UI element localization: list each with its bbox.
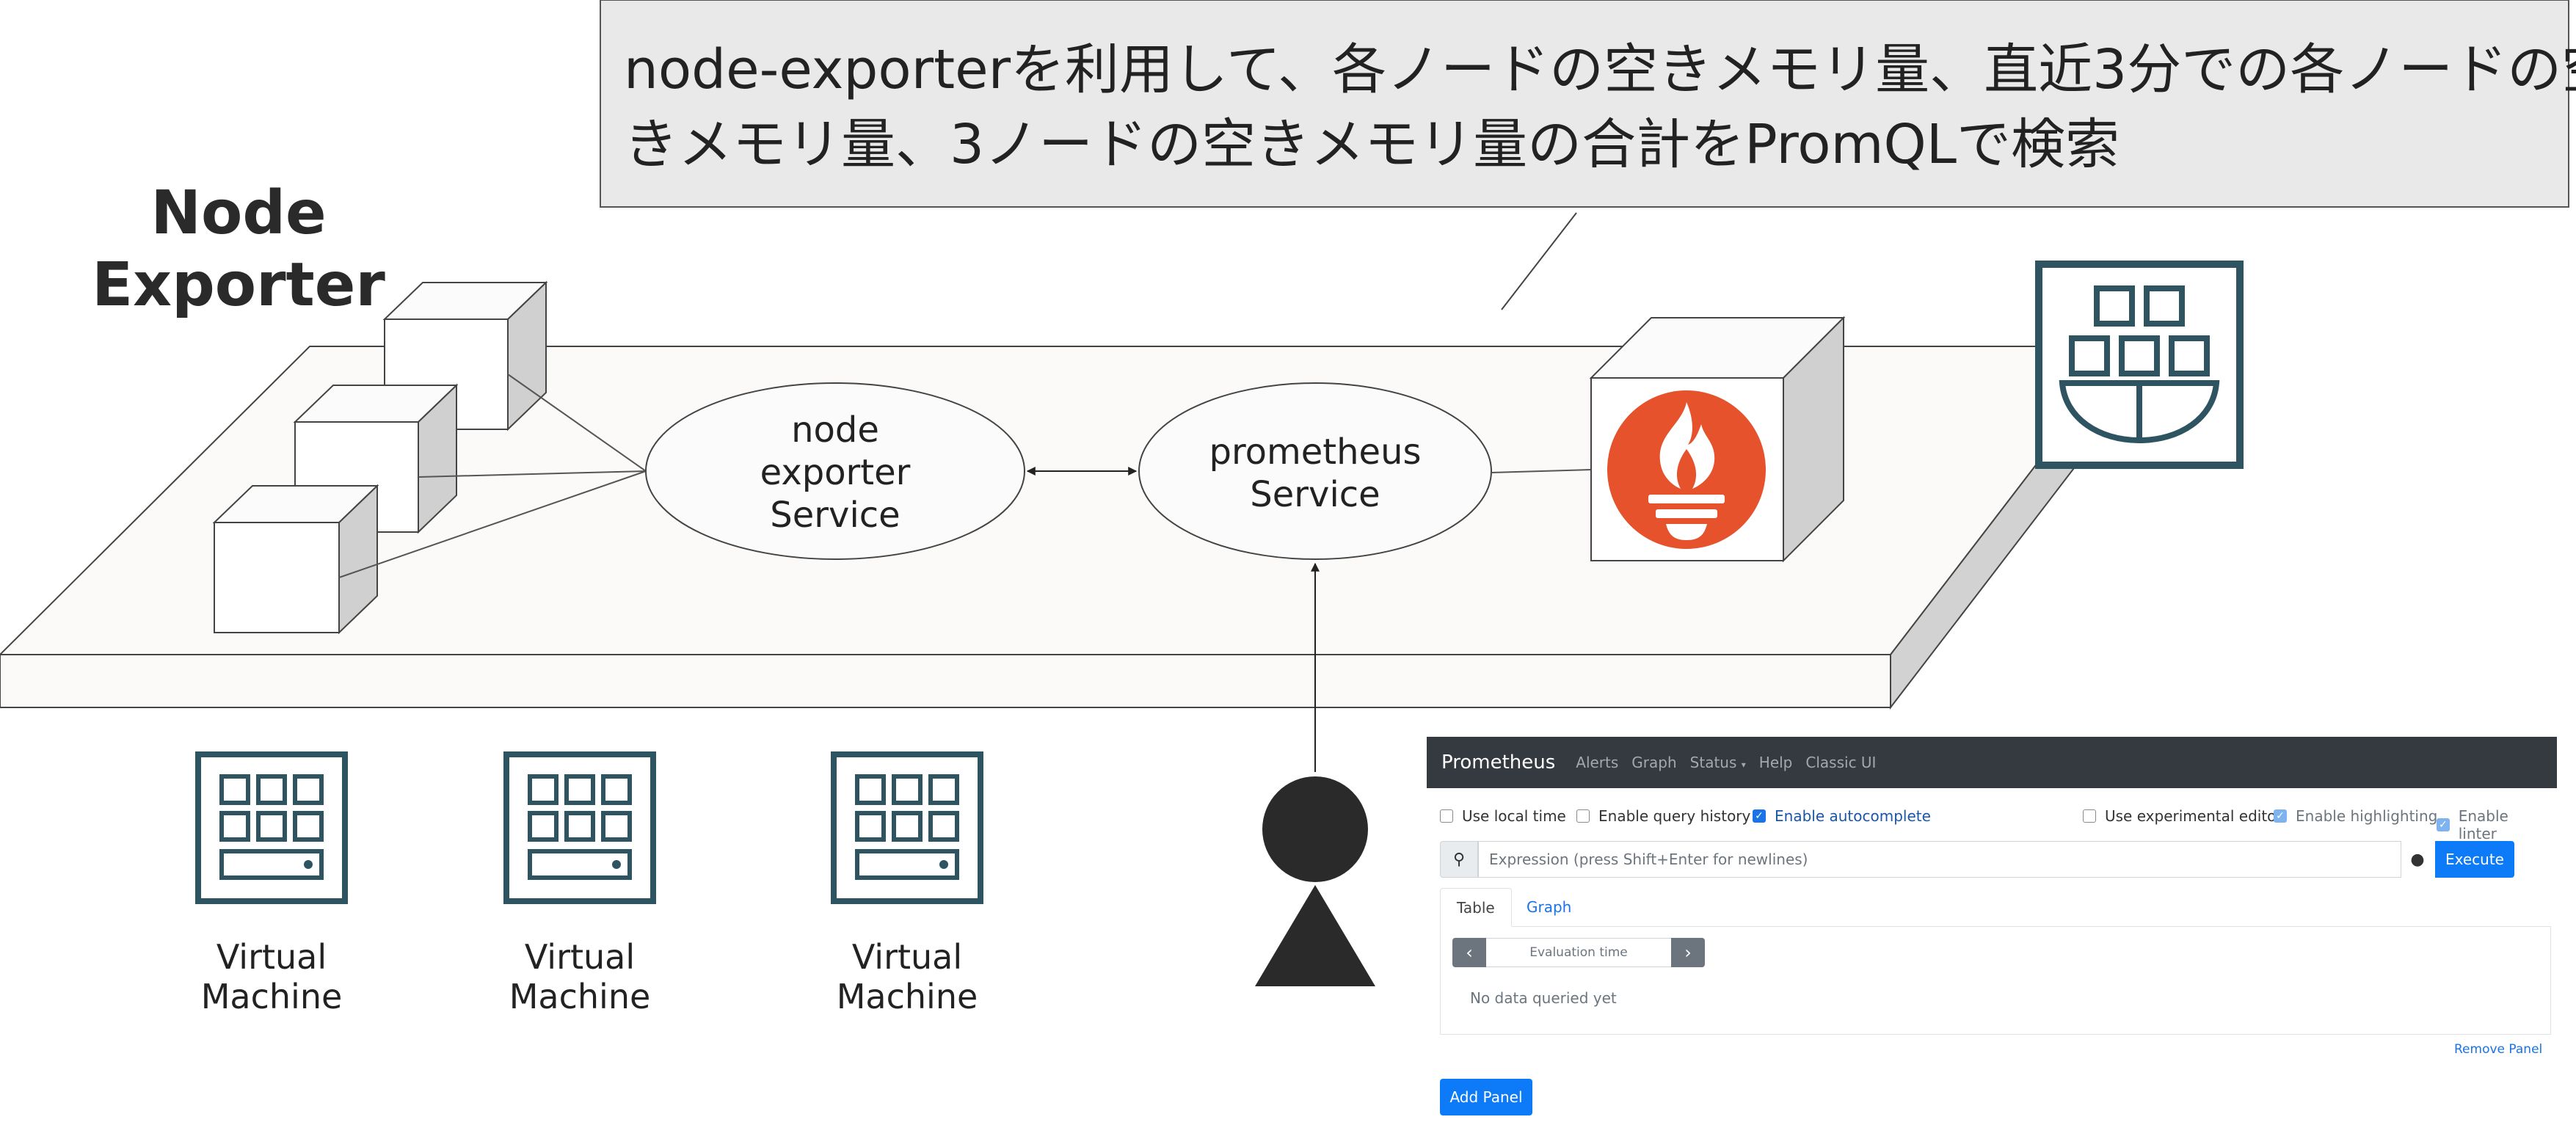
vm-2-line-1: Virtual [525, 937, 635, 977]
server-rack-icon [195, 751, 348, 904]
vm-2-line-2: Machine [509, 977, 651, 1016]
option-label: Enable query history [1598, 807, 1751, 825]
nav-classic-ui[interactable]: Classic UI [1805, 754, 1877, 771]
checkbox-unchecked-icon[interactable] [2083, 809, 2096, 823]
execute-button[interactable]: Execute [2435, 841, 2514, 878]
tab-graph[interactable]: Graph [1527, 898, 1572, 916]
chevron-down-icon: ▾ [1741, 760, 1746, 770]
no-data-message: No data queried yet [1470, 989, 1617, 1007]
nav-status[interactable]: Status ▾ [1690, 754, 1746, 771]
virtual-machine-1: Virtual Machine [195, 751, 348, 1016]
checkbox-unchecked-icon[interactable] [1576, 809, 1590, 823]
tab-table[interactable]: Table [1440, 888, 1512, 927]
node-exporter-service-line-2: exporter [760, 452, 911, 493]
node-cube-3 [212, 484, 379, 635]
node-exporter-title: Node Exporter [92, 178, 385, 320]
option-enable-autocomplete[interactable]: ✓ Enable autocomplete [1753, 807, 1931, 825]
callout-line-2: きメモリ量、3ノードの空きメモリ量の合計をPromQLで検索 [624, 113, 2120, 176]
nav-help[interactable]: Help [1758, 754, 1793, 771]
callout-line-1: node-exporterを利用して、各ノードの空きメモリ量、直近3分での各ノー… [624, 38, 2576, 101]
option-use-local-time[interactable]: Use local time [1440, 807, 1566, 825]
evaluation-time-row: ‹ Evaluation time › [1452, 938, 1705, 967]
option-label: Enable highlighting [2296, 807, 2438, 825]
options-row: Use local time Enable query history ✓ En… [1440, 807, 2550, 842]
node-exporter-service: node exporter Service [645, 382, 1025, 560]
option-label: Enable linter [2458, 807, 2508, 842]
evaluation-time-input[interactable]: Evaluation time [1486, 938, 1671, 967]
prometheus-navbar: Prometheus Alerts Graph Status ▾ Help Cl… [1427, 737, 2557, 788]
prometheus-service: prometheus Service [1138, 382, 1492, 560]
person-icon [1255, 776, 1375, 986]
nav-status-label: Status [1689, 754, 1737, 771]
prometheus-service-line-1: prometheus [1209, 432, 1421, 473]
vm-3-line-1: Virtual [852, 937, 962, 977]
node-exporter-service-line-1: node [791, 409, 879, 451]
prometheus-brand[interactable]: Prometheus [1441, 751, 1556, 773]
remove-panel-link[interactable]: Remove Panel [2454, 1042, 2543, 1057]
panel-tabs: Table Graph [1440, 888, 2551, 927]
title-line-2: Exporter [92, 250, 385, 320]
globe-icon[interactable]: ● [2410, 850, 2425, 869]
node-exporter-service-line-3: Service [770, 495, 900, 536]
option-use-experimental-editor[interactable]: Use experimental editor [2083, 807, 2282, 825]
virtual-machine-2: Virtual Machine [503, 751, 656, 1016]
expression-input[interactable]: Expression (press Shift+Enter for newlin… [1478, 841, 2401, 878]
prometheus-ui-panel: Prometheus Alerts Graph Status ▾ Help Cl… [1427, 737, 2557, 1125]
add-panel-button[interactable]: Add Panel [1440, 1079, 1532, 1115]
virtual-machine-3: Virtual Machine [831, 751, 983, 1016]
docker-ship-icon [2035, 261, 2244, 469]
server-rack-icon [503, 751, 656, 904]
option-enable-highlighting[interactable]: ✓ Enable highlighting [2274, 807, 2437, 825]
option-enable-query-history[interactable]: Enable query history [1576, 807, 1750, 825]
server-rack-icon [831, 751, 983, 904]
cube-connectors [338, 374, 647, 578]
chevron-left-icon[interactable]: ‹ [1452, 938, 1486, 967]
option-label: Use local time [1462, 807, 1566, 825]
checkbox-checked-icon[interactable]: ✓ [2274, 809, 2287, 823]
panel-body: ‹ Evaluation time › No data queried yet [1440, 926, 2551, 1035]
prometheus-connector [1491, 469, 1592, 473]
prometheus-cube [1589, 316, 1846, 563]
checkbox-checked-icon[interactable]: ✓ [2437, 818, 2450, 831]
prometheus-flame-icon [1607, 390, 1766, 549]
checkbox-checked-icon[interactable]: ✓ [1753, 809, 1766, 823]
prometheus-service-line-2: Service [1250, 474, 1380, 515]
nav-graph[interactable]: Graph [1631, 754, 1677, 771]
checkbox-unchecked-icon[interactable] [1440, 809, 1453, 823]
vm-1-line-2: Machine [201, 977, 343, 1016]
search-icon: ⚲ [1440, 841, 1478, 878]
chevron-right-icon[interactable]: › [1671, 938, 1705, 967]
callout-box: node-exporterを利用して、各ノードの空きメモリ量、直近3分での各ノー… [600, 0, 2576, 310]
expression-row: ⚲ Expression (press Shift+Enter for newl… [1440, 841, 2557, 879]
nav-alerts[interactable]: Alerts [1576, 754, 1619, 771]
option-label: Use experimental editor [2105, 807, 2282, 825]
option-enable-linter[interactable]: ✓ Enable linter [2437, 807, 2550, 842]
vm-1-line-1: Virtual [217, 937, 327, 977]
title-line-1: Node [150, 178, 326, 248]
option-label: Enable autocomplete [1775, 807, 1931, 825]
vm-3-line-2: Machine [837, 977, 978, 1016]
